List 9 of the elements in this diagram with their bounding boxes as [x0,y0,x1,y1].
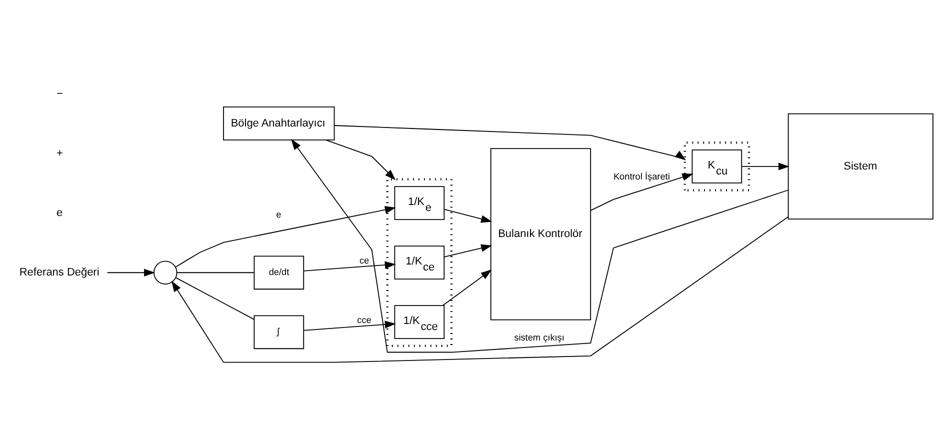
node-text: Referans Değeri [19,266,100,278]
edge-label: e [276,209,282,220]
edge-label: sistem çıkışı [514,332,564,342]
edge-label: Kontrol İşareti [613,170,670,181]
label: − [56,87,63,100]
edge-label: ce [359,254,370,265]
label: e [56,206,63,218]
label: + [56,146,63,159]
edge-label: cce [357,314,372,324]
